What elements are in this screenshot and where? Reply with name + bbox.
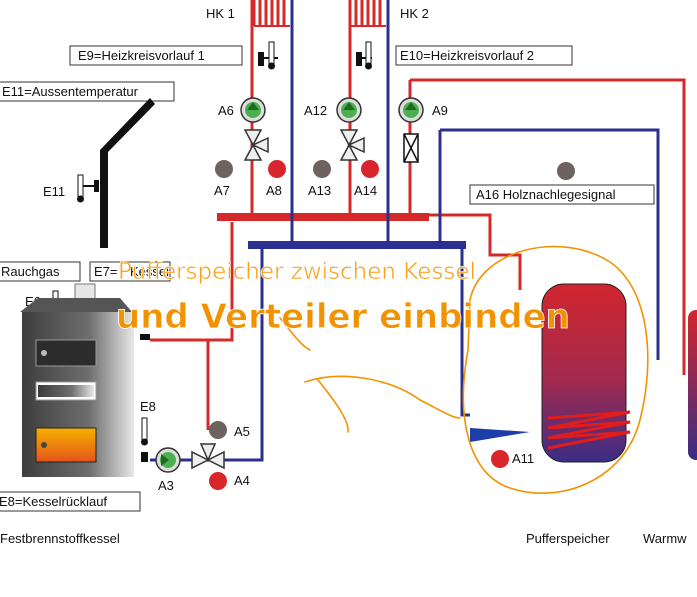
a14-label: A14 <box>354 183 377 198</box>
a3-label: A3 <box>158 478 174 493</box>
pump-a12-icon <box>336 97 362 123</box>
return-pipes <box>150 0 660 462</box>
outdoor-wall-icon <box>100 98 155 248</box>
e8-label: E8 <box>140 399 156 414</box>
pump-a9-icon <box>398 97 424 123</box>
return-header <box>248 241 466 249</box>
e7-tail-label: Kessel <box>130 264 169 279</box>
hk1-label: HK 1 <box>206 6 235 21</box>
rauchgas-label: Rauchgas <box>1 264 60 279</box>
a12-label: A12 <box>304 103 327 118</box>
sensor-e7-icon <box>140 334 150 340</box>
label-box-e11: E11=Aussentemperatur <box>0 81 175 102</box>
radiator-hk2 <box>348 0 386 27</box>
label-box-e8: E8=Kesselrücklauf <box>0 491 141 512</box>
pufferspeicher-label: Pufferspeicher <box>526 531 610 546</box>
sensor-e8-icon <box>141 417 148 462</box>
buffer-tank <box>541 283 631 463</box>
e8-box-label: E8=Kesselrücklauf <box>0 494 107 509</box>
annotation-strokes <box>279 245 649 495</box>
overlay-caption-line1: Pufferspeicher zwischen Kessel <box>118 259 476 285</box>
a8-label: A8 <box>266 183 282 198</box>
a9-label: A9 <box>432 103 448 118</box>
flow-header <box>217 213 429 221</box>
lamp-a7-icon <box>215 160 233 178</box>
lamp-a16-icon <box>557 162 575 180</box>
pump-a3-icon <box>155 447 181 473</box>
e10-label: E10=Heizkreisvorlauf 2 <box>400 48 534 63</box>
sensor-e11-icon <box>77 174 99 203</box>
e7-label: E7= <box>94 264 118 279</box>
lamp-a14-icon <box>361 160 379 178</box>
hk2-label: HK 2 <box>400 6 429 21</box>
lamp-a4-icon <box>209 472 227 490</box>
mixer-hk1-icon <box>243 129 269 161</box>
label-box-e9: E9=Heizkreisvorlauf 1 <box>69 45 243 66</box>
label-box-e7: E7= Kessel <box>89 261 171 282</box>
lamp-a11-icon <box>491 450 509 468</box>
sensor-e9-icon <box>258 41 278 70</box>
a13-label: A13 <box>308 183 331 198</box>
lamp-a13-icon <box>313 160 331 178</box>
lamp-a8-icon <box>268 160 286 178</box>
warmwasser-label: Warmw <box>643 531 687 546</box>
mixer-return-icon <box>191 443 225 470</box>
radiator-hk1 <box>252 0 290 27</box>
a7-label: A7 <box>214 183 230 198</box>
side-tank <box>688 310 697 460</box>
a11-label: A11 <box>512 451 534 466</box>
e11-label: E11 <box>43 184 65 199</box>
heat-exchanger-icon <box>470 428 530 442</box>
overlay-caption-line2: und Verteiler einbinden <box>116 297 570 337</box>
a16-label: A16 Holznachlegesignal <box>476 187 616 202</box>
pump-a6-icon <box>240 97 266 123</box>
label-box-a16: A16 Holznachlegesignal <box>469 184 655 205</box>
sensor-e10-icon <box>356 41 372 70</box>
a5-label: A5 <box>234 424 250 439</box>
festbrennstoffkessel-label: Festbrennstoffkessel <box>0 531 120 546</box>
lamp-a5-icon <box>209 421 227 439</box>
a6-label: A6 <box>218 103 234 118</box>
label-box-rauchgas: Rauchgas <box>0 261 81 282</box>
boiler <box>20 283 134 477</box>
a4-label: A4 <box>234 473 250 488</box>
e11-box-label: E11=Aussentemperatur <box>2 84 139 99</box>
mixer-hk2-icon <box>339 129 365 161</box>
label-box-e10: E10=Heizkreisvorlauf 2 <box>395 45 573 66</box>
valve-a9-icon <box>403 133 419 163</box>
e9-label: E9=Heizkreisvorlauf 1 <box>78 48 205 63</box>
